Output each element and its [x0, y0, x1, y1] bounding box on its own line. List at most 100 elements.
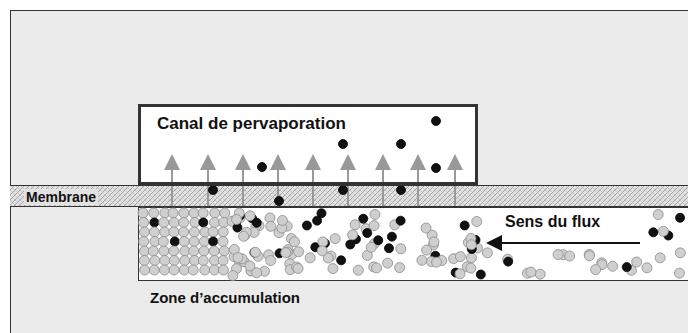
node-label: Canal de pervaporation — [157, 114, 346, 134]
solvent-particle — [149, 208, 159, 218]
solvent-particle — [159, 265, 169, 275]
solvent-particle — [318, 237, 328, 247]
solvent-particle — [210, 208, 220, 218]
solute-particle — [649, 228, 658, 237]
solute-particle — [313, 216, 322, 225]
solute-particle — [460, 221, 469, 230]
solvent-particle — [584, 251, 594, 261]
solvent-particle — [198, 208, 208, 218]
solvent-particle — [160, 256, 170, 266]
solute-particle — [432, 164, 441, 173]
solute-particle — [432, 117, 441, 126]
solute-particle — [622, 263, 631, 272]
solvent-particle — [189, 246, 199, 256]
solvent-particle — [199, 237, 209, 247]
solvent-particle — [179, 265, 189, 275]
solvent-particle — [455, 252, 465, 262]
feed-channel — [139, 208, 688, 281]
solvent-particle — [200, 265, 210, 275]
solvent-particle — [369, 221, 379, 231]
solute-particle — [339, 186, 348, 195]
solvent-particle — [482, 248, 492, 258]
solvent-particle — [674, 268, 684, 278]
solute-particle — [374, 236, 383, 245]
solute-particle — [676, 213, 685, 222]
solvent-particle — [417, 255, 427, 265]
solvent-particle — [219, 246, 229, 256]
solvent-particle — [160, 227, 170, 237]
membrane-band: Membrane — [10, 185, 688, 207]
solvent-particle — [179, 237, 189, 247]
solvent-particle — [294, 247, 304, 257]
solvent-particle — [189, 227, 199, 237]
solvent-particle — [305, 253, 315, 263]
solvent-particle — [395, 263, 405, 273]
solvent-particle — [591, 265, 601, 275]
solvent-particle — [209, 265, 219, 275]
solute-particle — [504, 257, 513, 266]
solvent-particle — [233, 252, 243, 262]
solute-particle — [199, 218, 208, 227]
solvent-particle — [210, 218, 220, 228]
flow-arrow — [494, 242, 640, 244]
solvent-particle — [383, 258, 393, 268]
solvent-particle — [466, 263, 476, 273]
solute-particle — [346, 240, 355, 249]
solute-particle — [397, 186, 406, 195]
solvent-particle — [220, 208, 230, 218]
solvent-particle — [138, 208, 148, 218]
solvent-particle — [179, 227, 189, 237]
solvent-particle — [180, 256, 190, 266]
solvent-particle — [149, 265, 159, 275]
solvent-particle — [169, 265, 179, 275]
solvent-particle — [139, 218, 149, 228]
solvent-particle — [642, 263, 652, 273]
solvent-particle — [148, 246, 158, 256]
background-frame — [11, 11, 688, 333]
solvent-particle — [653, 210, 663, 220]
solvent-particle — [366, 242, 376, 252]
solvent-particle — [396, 244, 406, 254]
solvent-particle — [199, 246, 209, 256]
solvent-particle — [218, 265, 228, 275]
solute-particle — [252, 218, 261, 227]
solvent-particle — [179, 208, 189, 218]
solvent-particle — [317, 246, 327, 256]
solvent-particle — [250, 247, 260, 257]
solvent-particle — [209, 246, 219, 256]
solvent-particle — [189, 208, 199, 218]
solute-particle — [359, 214, 368, 223]
solute-particle — [170, 237, 179, 246]
flow-direction-label: Sens du flux — [505, 213, 600, 231]
solvent-particle — [232, 215, 242, 225]
solvent-particle — [421, 223, 431, 233]
solvent-particle — [218, 256, 228, 266]
solvent-particle — [239, 231, 249, 241]
solute-particle — [302, 221, 311, 230]
pervaporation-channel: Canal de pervaporation — [138, 104, 478, 185]
solvent-particle — [139, 227, 149, 237]
solvent-particle — [218, 227, 228, 237]
solvent-particle — [168, 208, 178, 218]
solute-particle — [209, 237, 218, 246]
solvent-particle — [422, 245, 432, 255]
solvent-particle — [169, 227, 179, 237]
particles — [138, 117, 685, 281]
solvent-particle — [632, 257, 642, 267]
solvent-particle — [159, 218, 169, 228]
accumulation-zone-label: Zone d’accumulation — [150, 289, 300, 306]
solvent-particle — [535, 269, 545, 279]
solvent-particle — [158, 237, 168, 247]
solvent-particle — [179, 218, 189, 228]
solvent-particle — [150, 256, 160, 266]
solvent-particle — [208, 227, 218, 237]
solvent-particle — [266, 256, 276, 266]
solvent-particle — [228, 271, 238, 281]
solute-particle — [384, 244, 393, 253]
solvent-particle — [658, 226, 668, 236]
solute-particle — [150, 218, 159, 227]
solvent-particle — [277, 215, 287, 225]
solvent-particle — [350, 220, 360, 230]
solute-particle — [209, 186, 218, 195]
